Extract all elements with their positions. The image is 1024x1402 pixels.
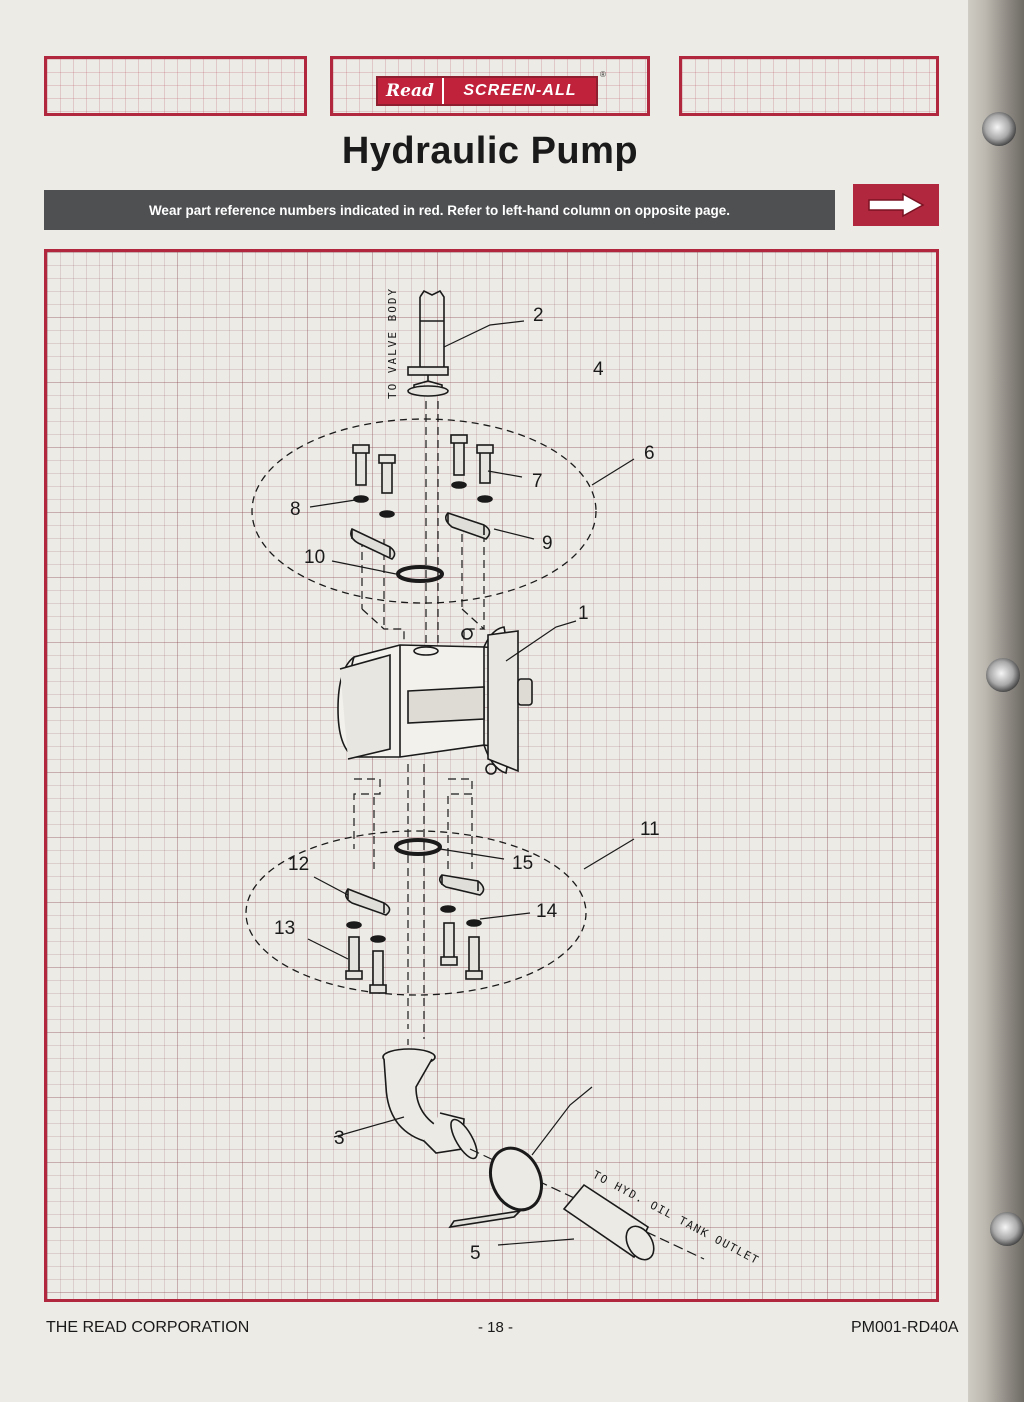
logo-screen-all-text: SCREEN-ALL (443, 78, 596, 104)
callout-1: 1 (578, 603, 589, 624)
callout-2: 2 (533, 305, 544, 326)
next-page-arrow[interactable] (853, 184, 939, 226)
callout-7: 7 (532, 471, 543, 492)
binder-edge (968, 0, 1024, 1402)
part-7-bolts-upper (352, 434, 494, 494)
callout-4: 4 (593, 359, 604, 380)
part-13-bolts-lower (345, 922, 483, 994)
instruction-banner: Wear part reference numbers indicated in… (44, 190, 835, 230)
part-12-flange-halves-lower (344, 874, 485, 916)
callout-10: 10 (304, 547, 325, 568)
page-title: Hydraulic Pump (341, 130, 639, 172)
logo-read-text: Read (378, 78, 444, 104)
callout-14: 14 (536, 901, 558, 922)
part-14-lock-washers (346, 905, 482, 943)
callout-3: 3 (334, 1128, 345, 1149)
exploded-view-diagram: TO VALVE BODY (245, 287, 762, 1267)
callout-15: 15 (512, 853, 533, 874)
brand-logo: Read SCREEN-ALL (376, 76, 598, 106)
upper-kit-outline (251, 418, 597, 604)
header-box-right (679, 56, 939, 116)
binder-ring-top (982, 112, 1016, 146)
part-8-lock-washers (353, 481, 493, 518)
part-5-hose (562, 1183, 655, 1261)
banner-text: Wear part reference numbers indicated in… (148, 202, 731, 218)
callout-13: 13 (274, 918, 295, 939)
callout-12: 12 (288, 854, 309, 875)
footer-company: THE READ CORPORATION (46, 1319, 250, 1336)
part-10-o-ring (396, 565, 444, 583)
callout-9: 9 (542, 533, 553, 554)
callout-6: 6 (644, 443, 655, 464)
callout-8: 8 (290, 499, 301, 520)
part-4-hose-clamp (448, 1146, 543, 1229)
manual-page: Read SCREEN-ALL ® Hydraulic Pump Wear pa… (0, 0, 968, 1402)
part-2-hose-fitting (407, 289, 449, 397)
to-valve-body-label: TO VALVE BODY (386, 287, 399, 399)
arrow-right-icon (868, 192, 925, 218)
footer-page-number: - 18 - (478, 1319, 514, 1336)
diagram-frame (44, 249, 939, 1302)
part-9-flange-halves-upper (350, 512, 491, 560)
part-1-pump-body (337, 626, 533, 775)
header-box-left (44, 56, 307, 116)
callout-5: 5 (470, 1243, 481, 1264)
lower-kit-outline (245, 830, 587, 996)
callout-11: 11 (640, 819, 660, 840)
binder-ring-middle (986, 658, 1020, 692)
part-3-elbow-fitting (382, 1048, 478, 1160)
registered-mark: ® (600, 70, 606, 79)
part-15-o-ring (394, 838, 442, 856)
binder-ring-bottom (990, 1212, 1024, 1246)
footer-doc-code: PM001-RD40A (851, 1319, 959, 1336)
